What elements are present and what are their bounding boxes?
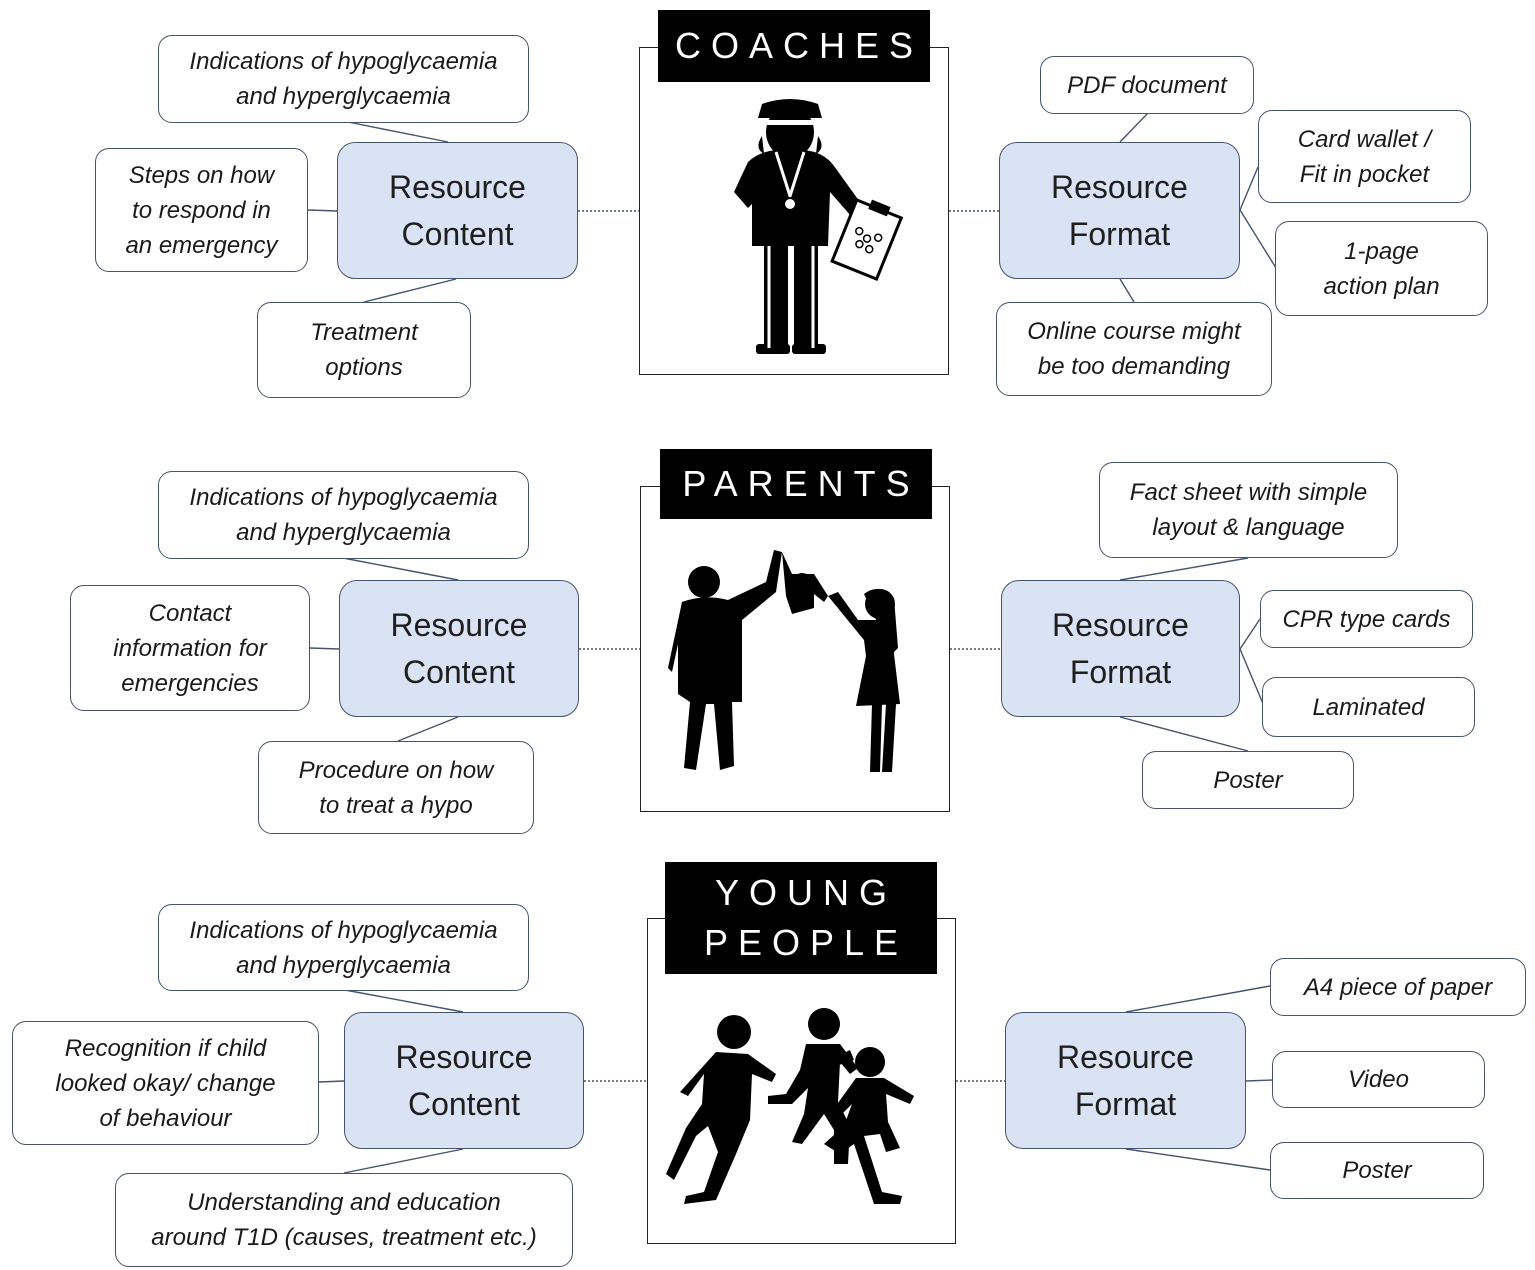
coaches-resource-format-hub: Resource Format (999, 142, 1240, 279)
running-children-silhouette-icon (666, 1008, 914, 1204)
coach-silhouette-icon (734, 99, 904, 354)
young-people-format-item: Video (1272, 1051, 1485, 1108)
family-silhouette-icon (668, 550, 900, 772)
parents-banner: PARENTS (660, 449, 932, 519)
young-people-resource-format-hub: Resource Format (1005, 1012, 1246, 1149)
young-people-format-item: A4 piece of paper (1270, 958, 1526, 1016)
coaches-format-item: Card wallet / Fit in pocket (1258, 110, 1471, 203)
parents-format-item: Fact sheet with simple layout & language (1099, 462, 1398, 558)
coaches-content-item: Treatment options (257, 302, 471, 398)
parents-format-item: Poster (1142, 751, 1354, 809)
coaches-content-item: Steps on how to respond in an emergency (95, 148, 308, 272)
coaches-format-item: 1-page action plan (1275, 221, 1488, 316)
parents-format-item: CPR type cards (1260, 590, 1473, 648)
young-people-content-item: Recognition if child looked okay/ change… (12, 1021, 319, 1145)
parents-resource-content-hub: Resource Content (339, 580, 579, 717)
parents-content-item: Procedure on how to treat a hypo (258, 741, 534, 834)
coaches-format-item: PDF document (1040, 56, 1254, 114)
young-people-content-item: Understanding and education around T1D (… (115, 1173, 573, 1267)
parents-content-item: Contact information for emergencies (70, 585, 310, 711)
coaches-content-item: Indications of hypoglycaemia and hypergl… (158, 35, 529, 123)
coaches-resource-content-hub: Resource Content (337, 142, 578, 279)
young-people-banner: YOUNG PEOPLE (665, 862, 937, 974)
coaches-banner: COACHES (658, 10, 930, 82)
parents-format-item: Laminated (1262, 677, 1475, 737)
coaches-format-item: Online course might be too demanding (996, 302, 1272, 396)
young-people-resource-content-hub: Resource Content (344, 1012, 584, 1149)
young-people-format-item: Poster (1270, 1142, 1484, 1199)
parents-content-item: Indications of hypoglycaemia and hypergl… (158, 471, 529, 559)
parents-resource-format-hub: Resource Format (1001, 580, 1240, 717)
young-people-content-item: Indications of hypoglycaemia and hypergl… (158, 904, 529, 991)
